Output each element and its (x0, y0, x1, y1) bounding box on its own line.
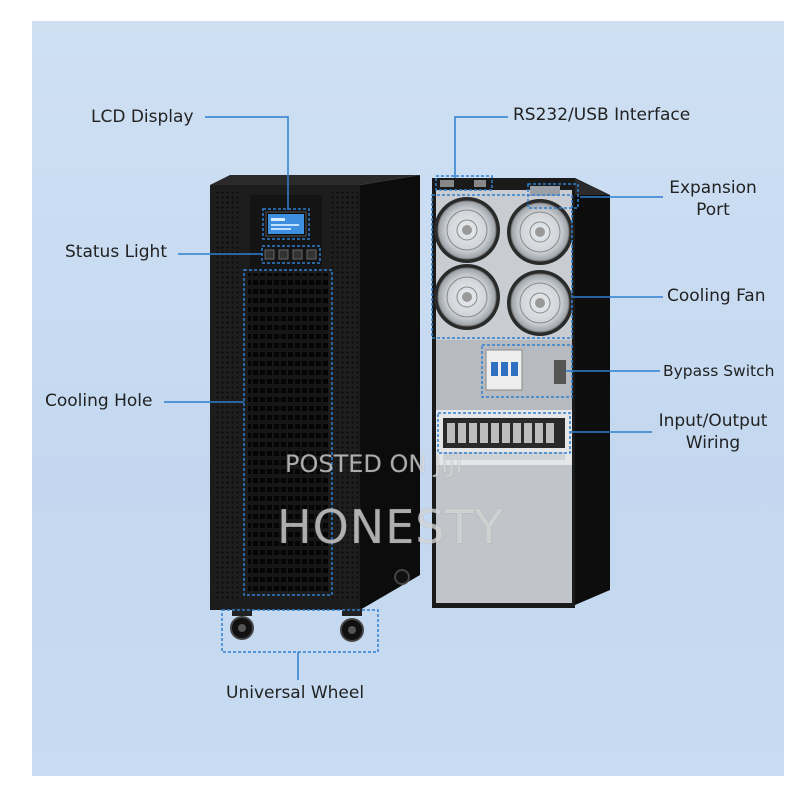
callout-lines (164, 116, 663, 680)
label-lcd-display: LCD Display (91, 107, 194, 127)
cooling-fans (434, 197, 573, 336)
universal-wheels (230, 569, 410, 642)
watermark-line2: HONESTY (277, 500, 504, 554)
rs232-usb-ports (440, 180, 560, 196)
label-expansion-port-line2: Port (696, 200, 730, 220)
cooling-hole-grille (248, 273, 328, 591)
watermark-line1: POSTED ON JIJI (285, 450, 463, 478)
input-output-terminal-block (443, 418, 565, 460)
label-input-output-wiring-line1: Input/Output (658, 411, 768, 431)
label-rs232-usb-interface: RS232/USB Interface (513, 105, 691, 125)
status-light-buttons (264, 249, 317, 260)
label-universal-wheel: Universal Wheel (226, 683, 365, 703)
bypass-switch (485, 349, 566, 391)
lcd-screen (265, 211, 307, 237)
label-bypass-switch: Bypass Switch (663, 362, 775, 380)
label-input-output-wiring-line2: Wiring (685, 433, 741, 453)
label-input-output-wiring: Input/Output Wiring (652, 410, 774, 454)
label-status-light: Status Light (65, 242, 167, 262)
front-cabinet (210, 175, 420, 610)
label-expansion-port-line1: Expansion (669, 178, 757, 198)
label-cooling-hole: Cooling Hole (45, 391, 153, 411)
label-cooling-fan: Cooling Fan (667, 286, 766, 306)
label-expansion-port: Expansion Port (664, 177, 762, 221)
